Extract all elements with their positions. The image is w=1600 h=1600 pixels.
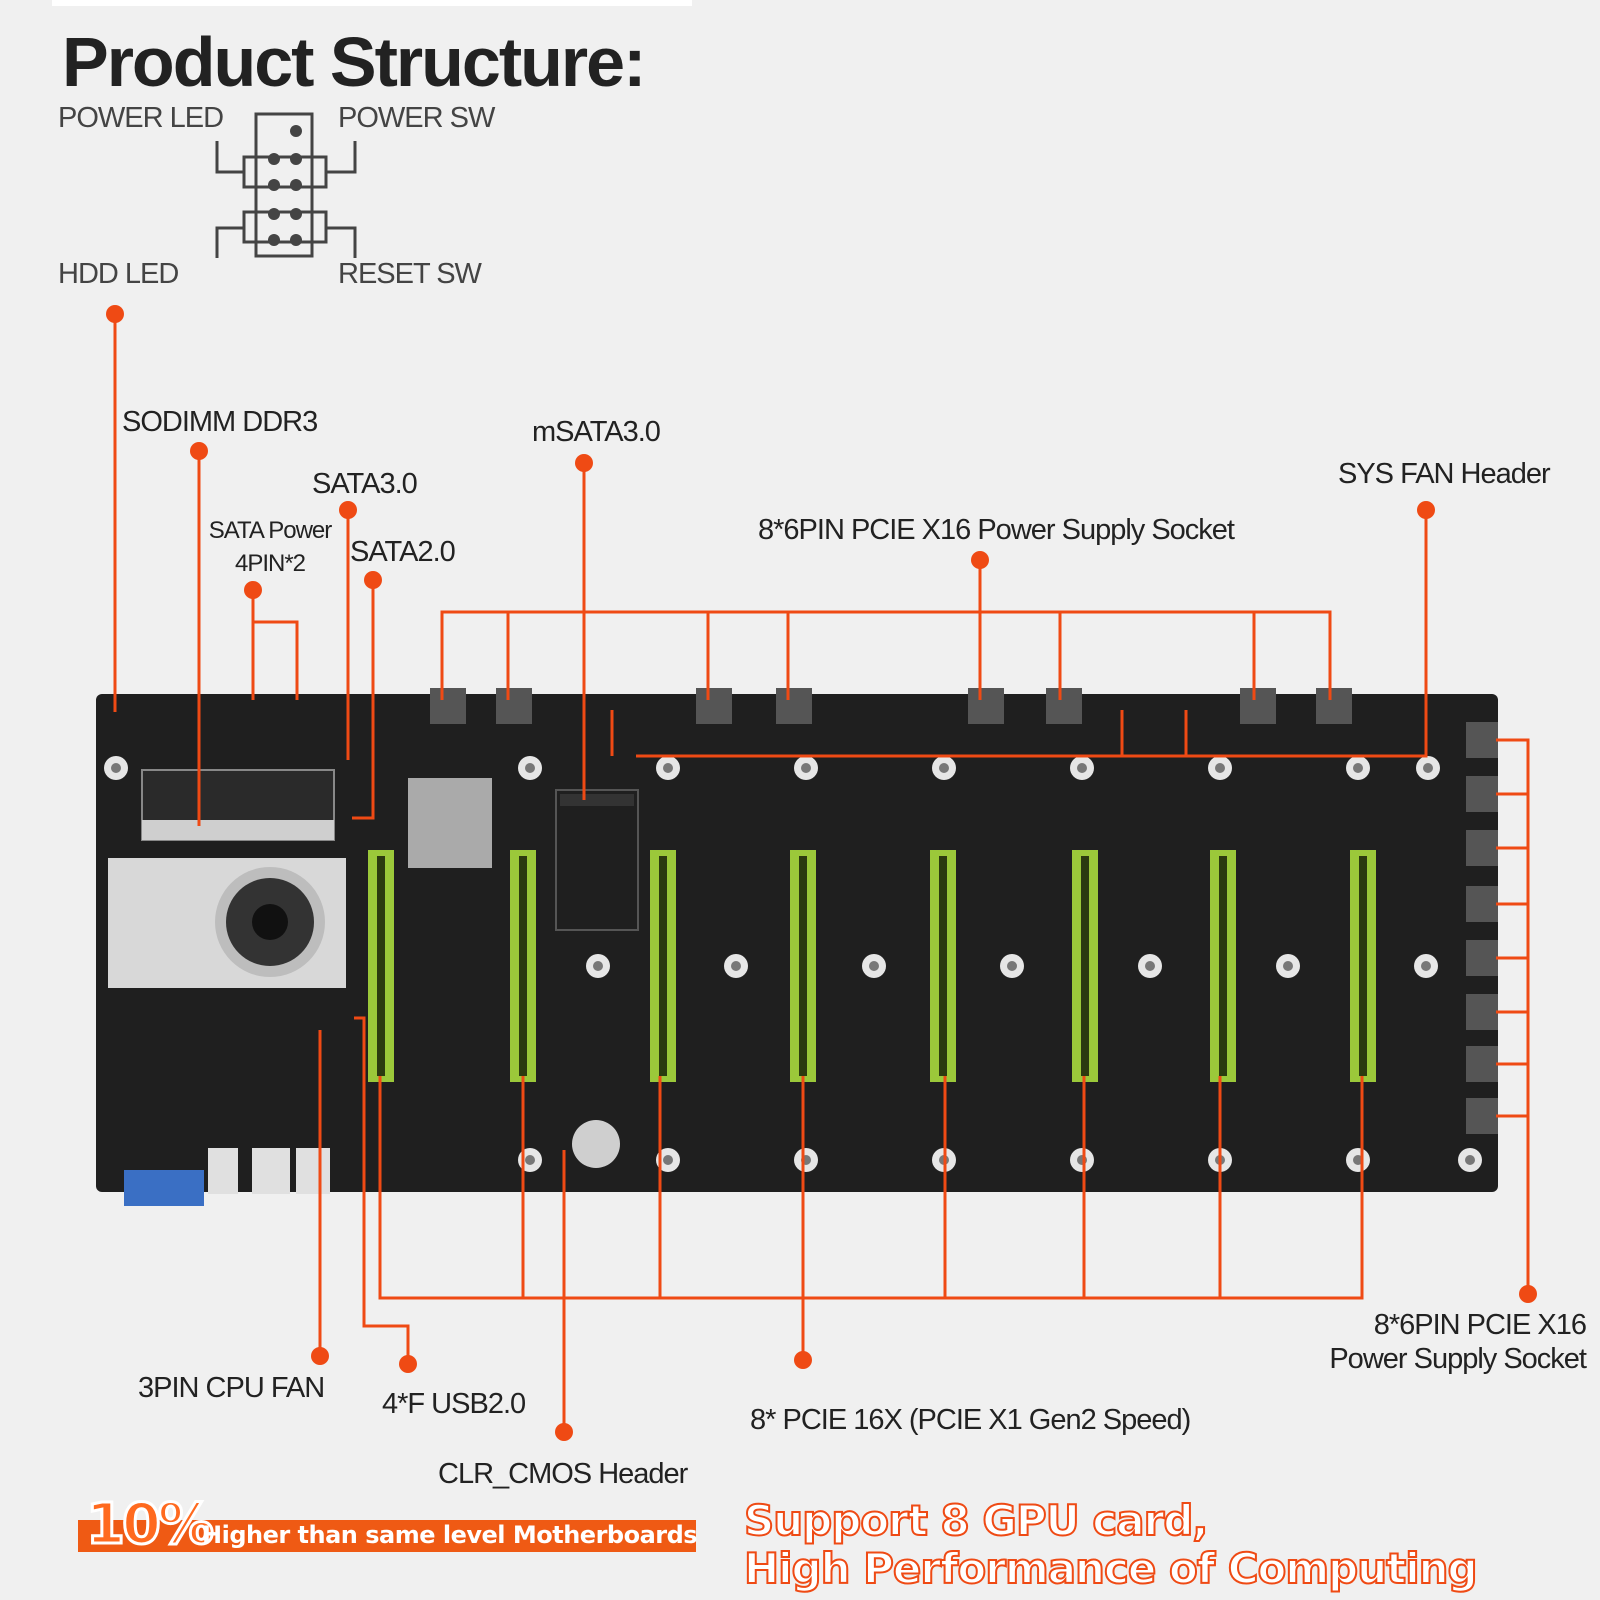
- banner-text: Higher than same level Motherboards: [202, 1521, 698, 1549]
- power-sw-label: POWER SW: [338, 102, 495, 134]
- mounting-hole-center: [731, 961, 741, 971]
- usb-label: 4*F USB2.0: [382, 1388, 526, 1420]
- mounting-hole-center: [1215, 763, 1225, 773]
- pcie-slot-groove: [1219, 856, 1227, 1076]
- mounting-hole-center: [1283, 961, 1293, 971]
- mounting-hole-center: [593, 961, 603, 971]
- pcie-power-socket: [1466, 1046, 1498, 1082]
- sata-power-label: SATA Power 4PIN*2: [198, 514, 342, 580]
- cmos-battery: [572, 1120, 620, 1168]
- pcie-power-right-line1: 8*6PIN PCIE X16: [1373, 1309, 1587, 1341]
- mounting-hole-center: [1353, 763, 1363, 773]
- promo-banner: [78, 1520, 696, 1552]
- usb-port: [252, 1148, 290, 1194]
- pcie-power-socket: [696, 688, 732, 724]
- mounting-hole-center: [525, 763, 535, 773]
- mounting-hole-center: [1421, 961, 1431, 971]
- sodimm-label: SODIMM DDR3: [122, 406, 318, 438]
- callout-lines: [113, 314, 1530, 1432]
- pcie-power-socket: [1466, 776, 1498, 812]
- pcie-power-socket: [1466, 1098, 1498, 1134]
- reset-sw-label: RESET SW: [338, 258, 482, 290]
- pcie-power-right-line2: Power Supply Socket: [1329, 1343, 1587, 1375]
- pcie-slot-groove: [519, 856, 527, 1076]
- pcie-power-socket: [968, 688, 1004, 724]
- banner-percent: 10%: [84, 1491, 215, 1559]
- sata-power-label-line1: SATA Power: [208, 517, 333, 544]
- mounting-hole-center: [525, 1155, 535, 1165]
- hdd-led-label: HDD LED: [58, 258, 179, 290]
- clr-cmos-label: CLR_CMOS Header: [438, 1458, 688, 1490]
- mounting-hole-center: [1465, 1155, 1475, 1165]
- pcie-power-socket: [1466, 994, 1498, 1030]
- pcie-power-socket: [1046, 688, 1082, 724]
- sata2-label: SATA2.0: [350, 536, 456, 568]
- pcie-power-socket: [1466, 830, 1498, 866]
- msata-slot: [555, 789, 639, 931]
- pcie-slot-groove: [659, 856, 667, 1076]
- sys-fan-label: SYS FAN Header: [1338, 458, 1551, 490]
- pcie-power-socket: [1316, 688, 1352, 724]
- pcie-slot-groove: [1359, 856, 1367, 1076]
- pcie-power-socket: [1240, 688, 1276, 724]
- pcie-power-socket: [1466, 940, 1498, 976]
- mounting-hole-center: [869, 961, 879, 971]
- pcie-power-socket: [776, 688, 812, 724]
- usb-port: [296, 1148, 330, 1194]
- power-led-label: POWER LED: [58, 102, 224, 134]
- mounting-hole-center: [939, 763, 949, 773]
- pcie-slot-groove: [799, 856, 807, 1076]
- mounting-hole-center: [111, 763, 121, 773]
- slogan-line2: High Performance of Computing: [743, 1543, 1479, 1594]
- pcie-power-socket: [430, 688, 466, 724]
- front-panel-header-diagram: [215, 112, 357, 258]
- page-title: Product Structure:: [62, 23, 646, 101]
- slogan-line1: Support 8 GPU card,: [743, 1495, 1209, 1546]
- cpu-fan-label: 3PIN CPU FAN: [138, 1372, 325, 1404]
- chipset-heatsink: [408, 778, 492, 868]
- pcie-power-socket: [1466, 722, 1498, 758]
- msata-label: mSATA3.0: [532, 416, 661, 448]
- mounting-hole-center: [801, 763, 811, 773]
- pcie-power-socket: [496, 688, 532, 724]
- pcie-slot-groove: [1081, 856, 1089, 1076]
- sata-power-label-line2: 4PIN*2: [234, 550, 306, 577]
- mounting-hole-center: [1145, 961, 1155, 971]
- mounting-hole-center: [1423, 763, 1433, 773]
- pcie-slot-groove: [377, 856, 385, 1076]
- mounting-hole-center: [663, 763, 673, 773]
- mounting-hole-center: [1077, 763, 1087, 773]
- pcie-slots-label: 8* PCIE 16X (PCIE X1 Gen2 Speed): [750, 1404, 1191, 1436]
- mounting-hole-center: [1007, 961, 1017, 971]
- usb-port: [208, 1148, 238, 1194]
- mounting-hole-center: [663, 1155, 673, 1165]
- sata3-label: SATA3.0: [312, 468, 418, 500]
- vga-port: [124, 1170, 204, 1206]
- header-pins: [268, 125, 302, 246]
- motherboard: [96, 688, 1498, 1206]
- pcie-slot-groove: [939, 856, 947, 1076]
- pcie-power-top-label: 8*6PIN PCIE X16 Power Supply Socket: [758, 514, 1235, 546]
- top-bar: [52, 0, 692, 6]
- callout-dots: [106, 305, 1537, 1441]
- pcie-power-socket: [1466, 886, 1498, 922]
- pcie-power-right-label: 8*6PIN PCIE X16 Power Supply Socket: [1250, 1308, 1587, 1376]
